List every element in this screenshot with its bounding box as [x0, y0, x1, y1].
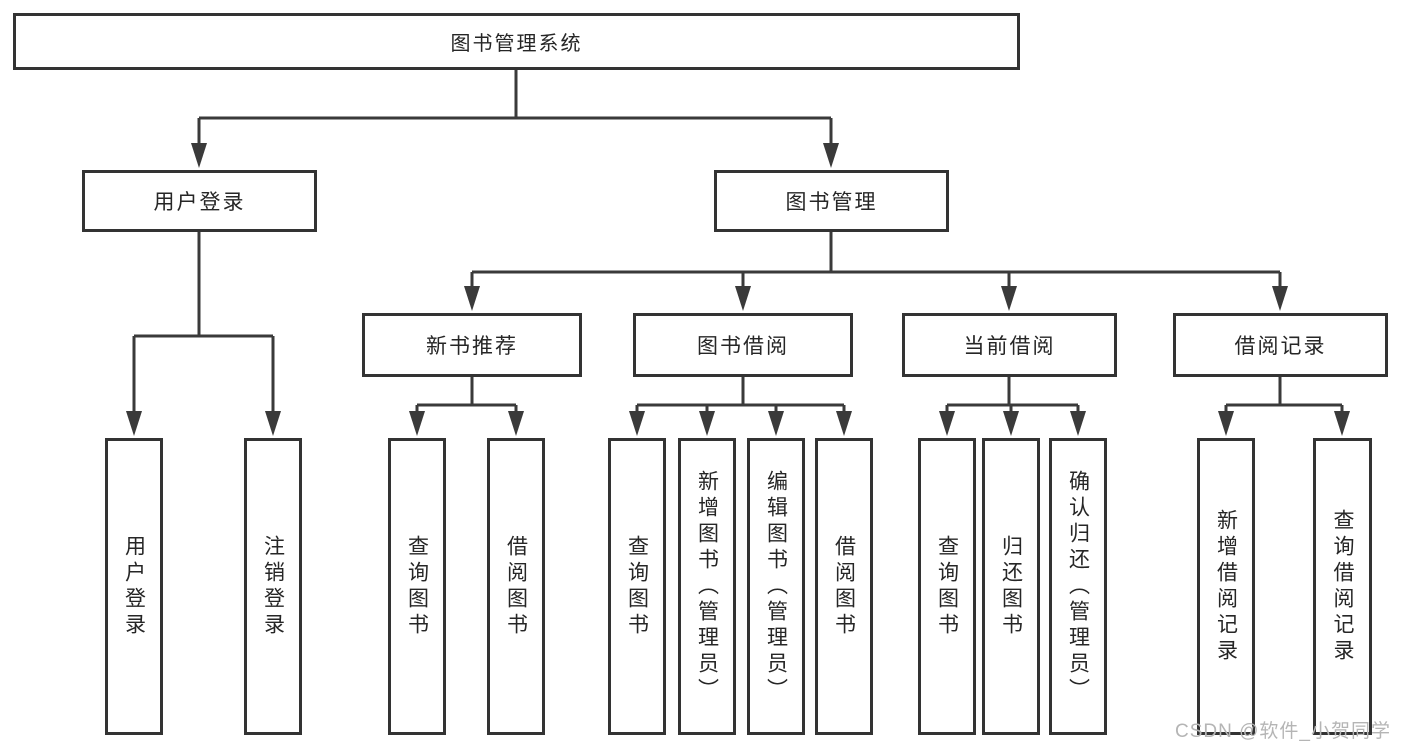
arrowhead-icon	[1272, 286, 1288, 311]
arrowhead-icon	[126, 411, 142, 436]
leaf-borrow-add-book-admin: 新增图书（管理员）	[678, 438, 736, 735]
connector-bookmgmt-to-level3	[470, 232, 1282, 293]
node-label: 查询借阅记录	[1331, 508, 1354, 665]
node-label: 借阅记录	[1234, 335, 1327, 358]
leaf-borrow-query-book: 查询图书	[608, 438, 666, 735]
node-label: 查询图书	[405, 534, 429, 639]
leaf-records-query-record: 查询借阅记录	[1313, 438, 1372, 735]
node-label: 归还图书	[999, 534, 1023, 639]
arrowhead-icon	[1003, 411, 1019, 436]
arrowhead-icon	[1334, 411, 1350, 436]
leaf-current-return-book: 归还图书	[982, 438, 1040, 735]
node-library-management-system: 图书管理系统	[13, 13, 1020, 70]
node-label: 图书管理	[785, 191, 878, 214]
node-book-borrowing: 图书借阅	[633, 313, 853, 377]
leaf-newbook-borrow-book: 借阅图书	[487, 438, 545, 735]
node-label: 当前借阅	[963, 335, 1056, 358]
node-label: 编辑图书（管理员）	[764, 469, 788, 704]
node-label: 新增图书（管理员）	[695, 469, 719, 704]
node-user-login: 用户登录	[82, 170, 317, 232]
arrowhead-icon	[508, 411, 524, 436]
node-current-borrowing: 当前借阅	[902, 313, 1117, 377]
node-label: 借阅图书	[832, 534, 856, 639]
connector-userlogin-to-leaves	[132, 232, 275, 416]
arrowhead-icon	[699, 411, 715, 436]
connector-root-to-level2	[197, 70, 833, 148]
leaf-logout: 注销登录	[244, 438, 302, 735]
leaf-user-login: 用户登录	[105, 438, 163, 735]
watermark: CSDN @软件_小贺同学	[1175, 721, 1391, 742]
node-label: 借阅图书	[504, 534, 528, 639]
node-label: 图书管理系统	[450, 33, 583, 55]
node-new-book-recommendation: 新书推荐	[362, 313, 582, 377]
node-label: 查询图书	[935, 534, 959, 639]
connector-bookborrow-to-leaves	[635, 377, 846, 416]
node-label: 图书借阅	[697, 335, 789, 358]
arrowhead-icon	[1070, 411, 1086, 436]
node-label: 用户登录	[122, 534, 146, 639]
node-borrowing-records: 借阅记录	[1173, 313, 1388, 377]
connector-currentborrow-to-leaves	[945, 377, 1080, 416]
node-book-management: 图书管理	[714, 170, 949, 232]
arrowhead-icon	[191, 143, 207, 168]
node-label: 用户登录	[153, 191, 246, 214]
node-label: 注销登录	[261, 534, 285, 639]
arrowhead-icon	[1218, 411, 1234, 436]
arrowhead-icon	[939, 411, 955, 436]
arrowhead-icon	[464, 286, 480, 311]
node-label: 新书推荐	[426, 335, 518, 358]
connector-borrowrecords-to-leaves	[1224, 377, 1344, 416]
arrowhead-icon	[1001, 286, 1017, 311]
node-label: 查询图书	[625, 534, 649, 639]
arrowhead-icon	[768, 411, 784, 436]
leaf-newbook-query-book: 查询图书	[388, 438, 446, 735]
node-label: 新增借阅记录	[1214, 508, 1238, 665]
arrowhead-icon	[836, 411, 852, 436]
leaf-borrow-borrow-book: 借阅图书	[815, 438, 873, 735]
arrowhead-icon	[629, 411, 645, 436]
connector-newbook-to-leaves	[415, 377, 518, 416]
leaf-records-add-record: 新增借阅记录	[1197, 438, 1255, 735]
arrowhead-icon	[265, 411, 281, 436]
arrowhead-icon	[735, 286, 751, 311]
arrowhead-icon	[409, 411, 425, 436]
leaf-current-confirm-return-admin: 确认归还（管理员）	[1049, 438, 1107, 735]
arrowhead-icon	[823, 143, 839, 168]
node-label: 确认归还（管理员）	[1066, 469, 1090, 704]
leaf-borrow-edit-book-admin: 编辑图书（管理员）	[747, 438, 805, 735]
leaf-current-query-book: 查询图书	[918, 438, 976, 735]
